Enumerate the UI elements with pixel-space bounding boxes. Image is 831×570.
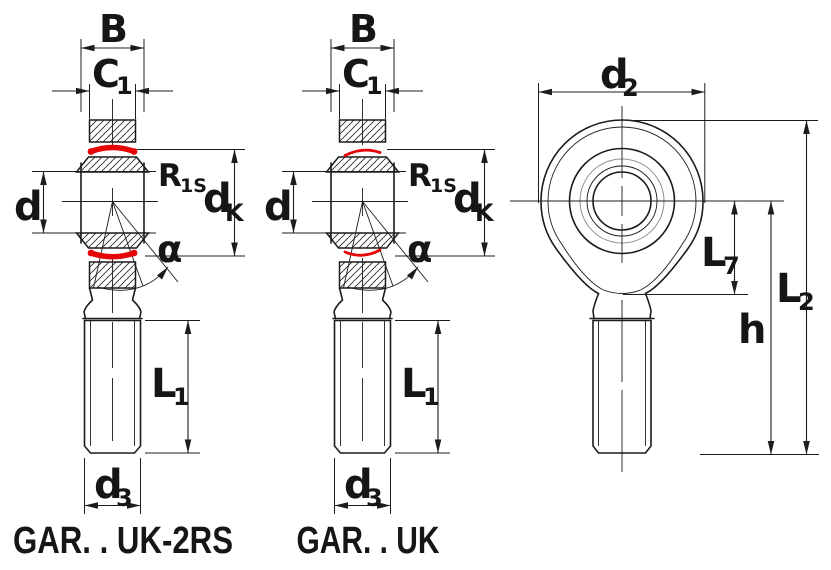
contact-line-bottom [343, 248, 382, 257]
drawing-gar-uk: B C 1 R 1S d K d α L 1 d 3 [264, 7, 495, 514]
label-d: d [14, 184, 43, 230]
label-dk-sub: K [225, 199, 245, 227]
label-l2-sub: 2 [798, 288, 815, 316]
contact-line-top [343, 148, 382, 157]
label-l7: L [701, 230, 727, 276]
label-d3-sub: 3 [366, 484, 383, 512]
label-dk-sub: K [475, 199, 495, 227]
label-d3: d [94, 462, 123, 508]
label-l1: L [151, 361, 177, 407]
label-c1-sub: 1 [366, 72, 383, 100]
seal-top-2rs [87, 144, 138, 155]
seal-bottom-2rs [87, 249, 138, 260]
label-b: B [349, 7, 378, 51]
label-d2: d [600, 52, 629, 98]
label-dk: d [203, 176, 232, 222]
label-l7-sub: 7 [723, 252, 740, 280]
label-l1: L [401, 361, 427, 407]
label-d2-sub: 2 [622, 74, 639, 102]
label-r1s: R [158, 158, 182, 194]
label-c1-sub: 1 [116, 72, 133, 100]
caption-gar-uk-2rs: GAR. . UK-2RS [13, 520, 233, 562]
label-d3: d [344, 462, 373, 508]
label-c1: C [92, 52, 120, 96]
label-r1s-sub: 1S [180, 175, 207, 197]
label-c1: C [342, 52, 370, 96]
label-l1-sub: 1 [423, 383, 440, 411]
label-dk: d [453, 176, 482, 222]
label-alpha: α [407, 228, 432, 271]
label-d: d [264, 184, 293, 230]
label-l2: L [776, 266, 802, 312]
label-r1s: R [408, 158, 432, 194]
label-b: B [99, 7, 128, 51]
label-r1s-sub: 1S [430, 175, 457, 197]
drawing-gar-uk-2rs: B C 1 R 1S d K d α L 1 d 3 [14, 7, 245, 514]
label-h: h [738, 307, 766, 353]
label-l1-sub: 1 [173, 383, 190, 411]
label-alpha: α [157, 228, 182, 271]
drawing-front-view: d 2 L 7 L 2 h [510, 52, 819, 472]
label-d3-sub: 3 [116, 484, 133, 512]
caption-gar-uk: GAR. . UK [297, 520, 440, 562]
